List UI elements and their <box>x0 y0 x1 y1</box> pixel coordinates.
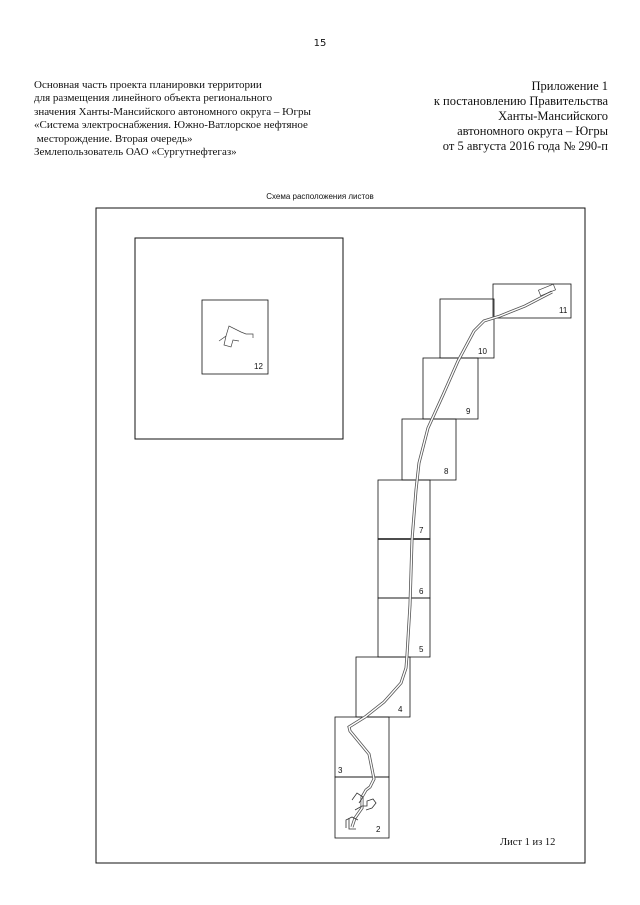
sheet-frame-12 <box>201 299 269 375</box>
sheet-label-8: 8 <box>444 467 449 476</box>
sheet-label-11: 11 <box>559 306 568 315</box>
sheet-label-6: 6 <box>419 587 424 596</box>
sheet-count: Лист 1 из 12 <box>500 837 556 848</box>
sheet-label-12: 12 <box>254 362 263 371</box>
appendix-header: Приложение 1 к постановлению Правительст… <box>358 79 608 154</box>
power-line-route <box>347 290 553 828</box>
project-header: Основная часть проекта планировки террит… <box>34 79 374 159</box>
start-facility-outline <box>345 792 377 830</box>
inset-outer-frame <box>134 237 344 440</box>
inset-object-outline <box>218 325 254 348</box>
sheet-label-10: 10 <box>478 347 487 356</box>
sheet-frame-11 <box>492 283 572 319</box>
sheet-label-2: 2 <box>376 825 381 834</box>
appendix-header-line: к постановлению Правительства <box>433 94 608 108</box>
project-header-line: «Система электроснабжения. Южно-Ватлорск… <box>34 119 308 132</box>
page-number: 15 <box>313 38 327 49</box>
appendix-header-line: Приложение 1 <box>531 79 608 93</box>
scheme-title: Схема расположения листов <box>266 192 374 201</box>
sheet-label-4: 4 <box>398 705 403 714</box>
project-header-line: значения Ханты-Мансийского автономного о… <box>34 105 311 118</box>
sheet-label-7: 7 <box>419 526 424 535</box>
map-frame <box>95 207 586 864</box>
project-header-line: Землепользователь ОАО «Сургутнефтегаз» <box>34 146 237 159</box>
appendix-header-line: от 5 августа 2016 года № 290-п <box>442 139 608 153</box>
project-header-line: Основная часть проекта планировки террит… <box>34 79 262 91</box>
sheet-label-5: 5 <box>419 645 424 654</box>
power-line-route-inner <box>348 291 553 828</box>
project-header-line: месторождение. Вторая очередь» <box>34 132 193 145</box>
project-header-line: для размещения линейного объекта региона… <box>34 92 273 105</box>
appendix-header-line: Ханты-Мансийского <box>498 109 608 123</box>
sheet-label-9: 9 <box>466 407 471 416</box>
appendix-header-line: автономного округа – Югры <box>457 124 608 138</box>
sheet-frame-2 <box>334 776 390 839</box>
end-facility-outline <box>538 283 556 297</box>
sheet-label-3: 3 <box>338 766 343 775</box>
